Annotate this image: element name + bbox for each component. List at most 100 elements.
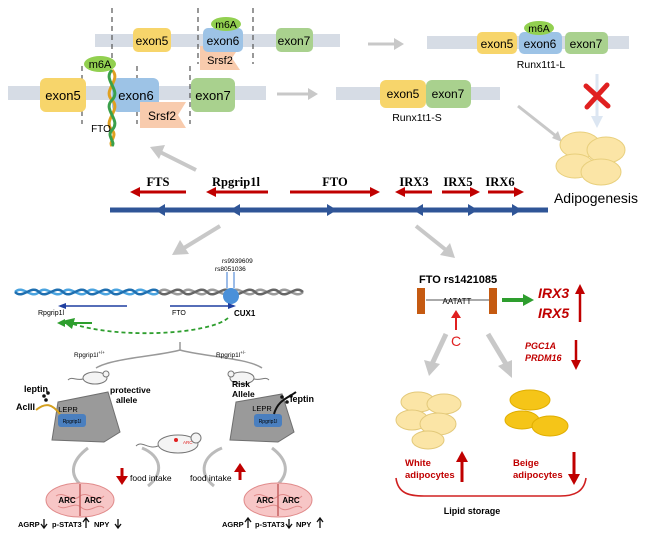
srsf2-label: Srsf2 [207,55,233,67]
exon7-label: exon7 [278,34,311,48]
lipid-bracket [395,477,587,497]
strand-arrow [512,204,522,216]
cux1-activation-arrow [69,317,229,335]
cux1-label: CUX1 [234,309,256,318]
m6a-marker [211,17,241,31]
fto-gene-label: FTO [172,310,186,317]
protective-label-2: allele [116,395,138,405]
exon6-label: exon6 [207,34,240,48]
strand-arrow [155,204,165,216]
down-arrow [114,519,122,530]
strand-arrow [413,204,423,216]
exon7-box [565,32,608,54]
exon6-box [519,32,562,54]
arc-label: ARC [58,496,76,505]
gene-label-irx3: IRX3 [399,175,428,189]
adipocyte-cluster-icon [555,131,626,186]
genotype-split-lines [95,342,263,369]
arc-brain-icon-right [243,482,313,518]
leptin-dot [42,394,46,398]
isoform-long-label: Runx1t1-L [517,59,566,71]
arrow-head [172,240,189,255]
mouse-arc-label: ARC [183,440,193,445]
m6a-marker [524,21,554,35]
irx5-label: IRX5 [538,305,569,321]
arrow-head [575,284,585,294]
rpgrip1l-gene-label: Rpgrip1l [38,310,65,317]
leptin-dot [46,391,50,395]
leptin-dot [285,400,289,404]
leptin-label-left: leptin [24,384,48,394]
enhancer-box-right [489,288,497,314]
mouse-center-icon [135,432,202,454]
arrow-locus-to-left [182,224,222,250]
arrow-to-beige [485,332,509,366]
gene-label-irx5: IRX5 [443,175,472,189]
arrow-head [440,243,455,258]
snp-label-1: rs9939609 [222,258,253,265]
cilium [273,391,297,415]
cux1-protein [223,288,239,304]
strand-arrow [327,204,337,216]
rpgrip1l-small-label: Rpgrip1l [63,419,82,425]
arc-brain-icon-left [45,482,115,518]
arrow-head [424,360,440,376]
leptin-dot [289,394,293,398]
arrow-head [150,145,165,159]
white-adipocytes-icon [395,391,462,450]
leptin-dot [44,398,48,402]
up-arrow [244,516,252,528]
left-dna-strand [14,288,304,296]
fto-snp-label: FTO rs1421085 [419,274,497,286]
arrow-head [228,303,236,309]
splicing-bottom-unspliced: exon5 exon6 Srsf2 exon7 m6A FTO [8,56,266,148]
gene-label-rpgrip1l: Rpgrip1l [212,175,260,189]
arrow-head [308,88,318,100]
genotype-het-label: Rpgrip1l+/- [216,350,246,359]
arrow-head [591,116,603,128]
arrow-head [58,303,66,309]
pstat3-label-right: p-STAT3 [255,520,285,529]
genotype-wt-label: Rpgrip1l+/+ [74,350,105,359]
exon5-box [40,78,86,112]
arc-label: ARC [282,496,300,505]
cycle-arrow [202,446,223,488]
isoform-long: exon5 exon6 m6A exon7 Runx1t1-L [427,21,629,71]
food-intake-label-left: food intake [130,473,172,483]
arrow-head [456,451,468,462]
arrow-head [523,294,534,306]
irx3-label: IRX3 [538,285,569,301]
leptin-dot [280,395,284,399]
m6a-label: m6A [89,59,112,71]
arrow-head [498,360,512,378]
exon6-label: exon6 [118,88,153,103]
arrow-head [394,38,404,50]
snp-label-2: rs8051036 [215,266,246,273]
arrow-head [568,474,580,485]
m6a-label: m6A [215,19,237,31]
food-intake-label-right: food intake [190,473,232,483]
arrow-short-to-adipogenesis [517,104,557,138]
pstat3-label-left: p-STAT3 [52,520,82,529]
rpgrip1l-small-label: Rpgrip1l [259,419,278,425]
risk-label-1: Risk [232,379,250,389]
arrow-head [470,187,480,197]
white-label-2: adipocytes [405,470,455,481]
acIII-cilium [35,404,61,415]
exon5-box [380,80,426,108]
strand-arrow [468,204,478,216]
pgc1a-label: PGC1A [525,341,556,351]
exon7-label: exon7 [432,87,465,101]
cycle-arrow [271,446,287,488]
exon5-box [133,28,171,52]
lepr-receptor [254,414,282,427]
adipogenesis-label: Adipogenesis [554,190,638,206]
isoform-short-label: Runx1t1-S [392,112,442,124]
fto-label: FTO [91,124,111,135]
exon6-box [203,28,243,52]
lepr-label: LEPR [58,405,78,414]
gene-label-irx6: IRX6 [485,175,514,189]
exon5-label: exon5 [387,87,420,101]
exon7-box [426,80,471,108]
